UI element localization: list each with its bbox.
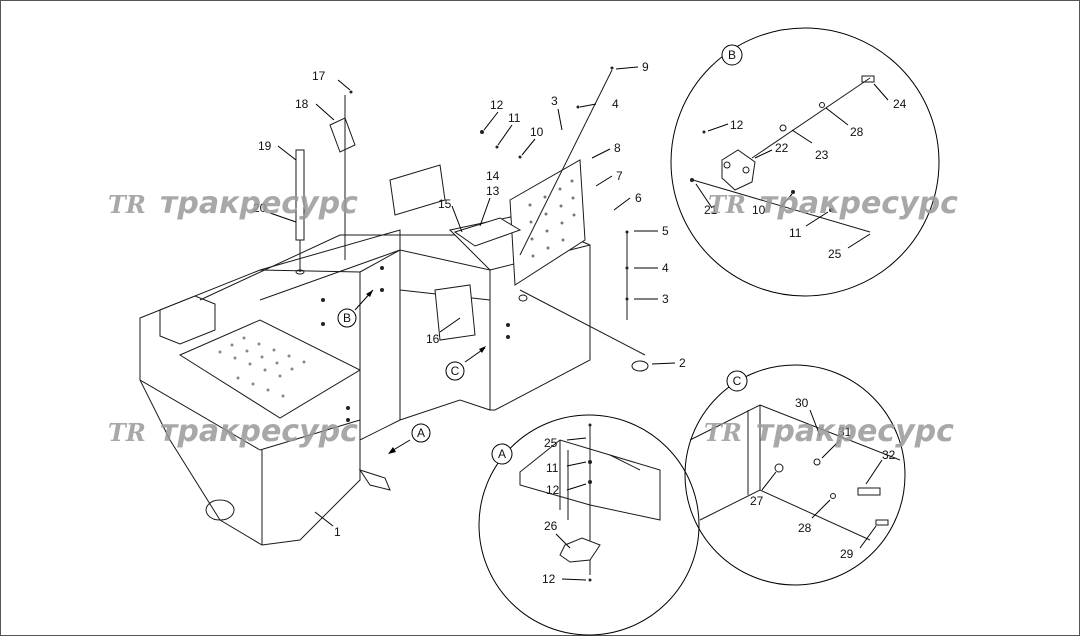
watermarks: TR тракресурс TR тракресурс TR тракресур… [108, 186, 958, 449]
main-callouts: 17 18 19 20 12 11 10 3 4 9 8 7 6 5 4 3 2… [253, 60, 686, 539]
callout-a-12-lower: 12 [542, 572, 556, 586]
callout-17: 17 [312, 69, 326, 83]
callout-15: 15 [438, 197, 452, 211]
callout-8: 8 [614, 141, 621, 155]
detail-b-marker [721, 44, 743, 66]
callout-b-11: 11 [789, 226, 802, 240]
detail-view-a: A 25 11 12 26 12 [478, 414, 700, 636]
callout-5: 5 [662, 224, 669, 238]
detail-view-c: C 30 31 32 27 28 29 [684, 364, 906, 586]
main-leaders [269, 66, 676, 527]
callout-4: 4 [662, 261, 669, 275]
view-marker-b [337, 308, 357, 328]
callout-c-30: 30 [795, 396, 809, 410]
callout-a-12: 12 [546, 483, 560, 497]
main-assembly [139, 66, 649, 546]
callout-b-23: 23 [815, 148, 829, 162]
callout-b-24: 24 [893, 97, 907, 111]
center-channel [359, 249, 491, 441]
detail-a-circle [478, 414, 700, 636]
left-block [159, 295, 216, 345]
callout-b-21: 21 [704, 203, 718, 217]
view-marker-a [411, 423, 431, 443]
upper-block [389, 164, 446, 216]
detail-b-circle [670, 27, 940, 297]
callout-16: 16 [426, 332, 440, 346]
callout-9: 9 [642, 60, 649, 74]
watermark-bottom-right: TR тракресурс [704, 414, 954, 449]
callout-b-12: 12 [730, 118, 744, 132]
detail-a-marker [491, 443, 513, 465]
storage-tray [453, 217, 522, 247]
callout-a-25: 25 [544, 436, 558, 450]
callout-b-10: 10 [752, 203, 766, 217]
view-marker-b-label: B [343, 311, 351, 325]
callout-c-28: 28 [798, 521, 812, 535]
callout-7: 7 [616, 169, 623, 183]
main-view-markers: B C A [337, 308, 465, 443]
detail-c-marker-label: C [733, 374, 742, 388]
callout-2: 2 [679, 356, 686, 370]
svg-text:тракресурс: тракресурс [160, 414, 358, 449]
detail-a-marker-label: A [498, 447, 506, 461]
view-marker-a-label: A [417, 426, 425, 440]
callout-1: 1 [334, 525, 341, 539]
detail-view-b: B 24 28 23 22 12 21 10 11 25 [670, 27, 940, 297]
callout-a-26: 26 [544, 519, 558, 533]
callout-c-27: 27 [750, 494, 764, 508]
plug [631, 360, 649, 372]
base-frame-left [139, 269, 361, 546]
hinge-bracket [721, 149, 756, 191]
svg-text:тракресурс: тракресурс [160, 186, 358, 221]
frame-hole [205, 499, 235, 521]
callout-4-top: 4 [612, 97, 619, 111]
detail-b-marker-label: B [728, 48, 736, 62]
callout-b-25: 25 [828, 247, 842, 261]
callout-18: 18 [295, 97, 309, 111]
callout-11: 11 [508, 111, 521, 125]
callout-c-31: 31 [838, 425, 852, 439]
detail-c-circle [684, 364, 906, 586]
back-panel [509, 159, 586, 286]
svg-text:TR: TR [108, 418, 146, 447]
bracket [329, 117, 356, 153]
inner-bracket [434, 284, 476, 341]
step [358, 469, 391, 491]
callout-13: 13 [486, 184, 500, 198]
step-bracket [559, 537, 601, 563]
callout-12: 12 [490, 98, 504, 112]
view-marker-c-label: C [451, 364, 460, 378]
callout-b-22: 22 [775, 141, 789, 155]
callout-3-top: 3 [551, 94, 558, 108]
callout-c-32: 32 [882, 448, 896, 462]
watermark-top-right: TR тракресурс [708, 186, 958, 221]
callout-14: 14 [486, 169, 500, 183]
callout-10: 10 [530, 125, 544, 139]
callout-b-28: 28 [850, 125, 864, 139]
watermark-bottom-left: TR тракресурс [108, 414, 358, 449]
callout-6: 6 [635, 191, 642, 205]
detail-c-marker [726, 370, 748, 392]
svg-text:TR: TR [708, 190, 746, 219]
svg-text:TR: TR [108, 190, 146, 219]
callout-3: 3 [662, 292, 669, 306]
callout-c-29: 29 [840, 547, 854, 561]
svg-text:тракресурс: тракресурс [756, 414, 954, 449]
callout-a-11: 11 [546, 461, 559, 475]
view-marker-c [445, 361, 465, 381]
svg-text:тракресурс: тракресурс [760, 186, 958, 221]
watermark-top-left: TR тракресурс [108, 186, 358, 221]
callout-19: 19 [258, 139, 272, 153]
svg-text:TR: TR [704, 418, 742, 447]
callout-20: 20 [253, 201, 267, 215]
